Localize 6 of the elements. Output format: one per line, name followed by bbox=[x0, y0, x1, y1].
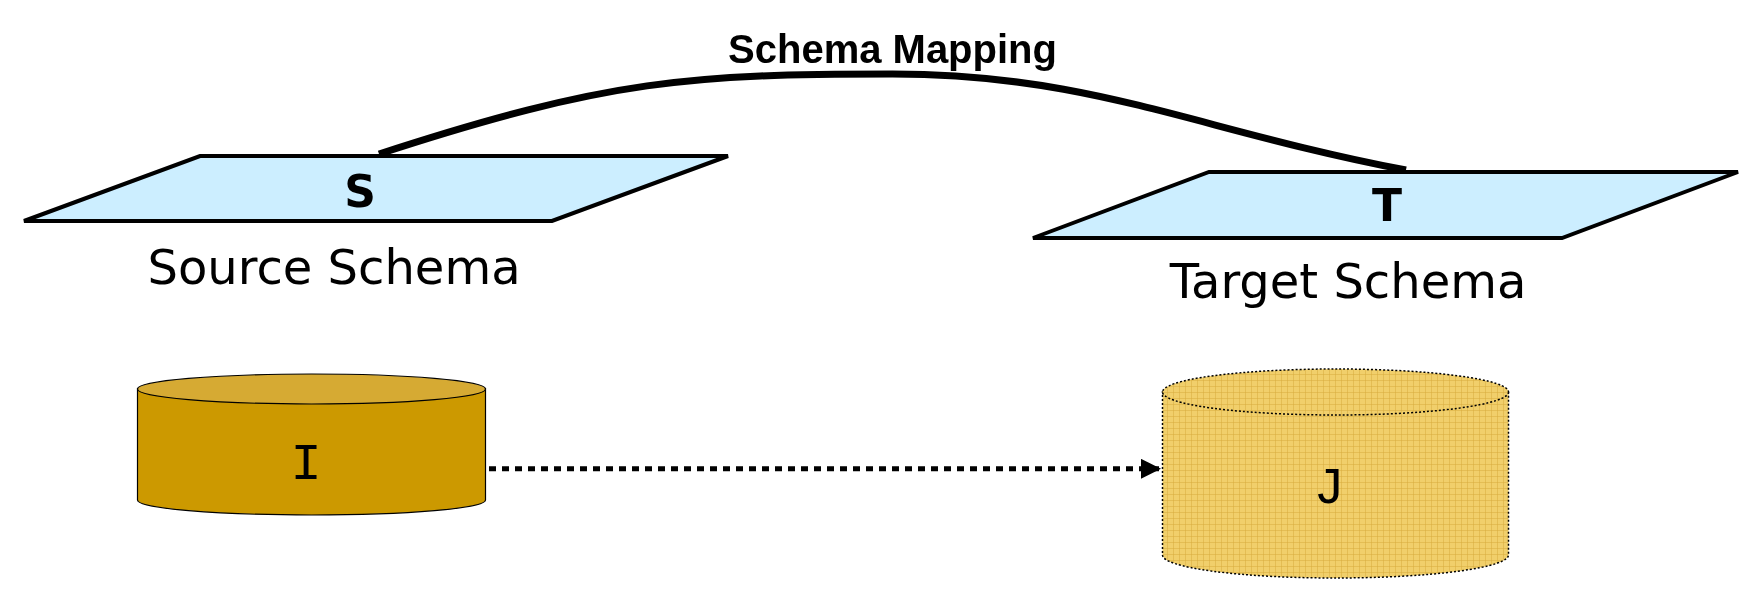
instance-letter: J bbox=[1313, 464, 1345, 516]
instance-letter: I bbox=[290, 440, 322, 492]
schema-letter: T bbox=[1372, 184, 1402, 228]
arrow bbox=[489, 458, 1161, 479]
schema-caption: Source Schema bbox=[147, 243, 521, 291]
schema-letter: S bbox=[344, 170, 376, 214]
